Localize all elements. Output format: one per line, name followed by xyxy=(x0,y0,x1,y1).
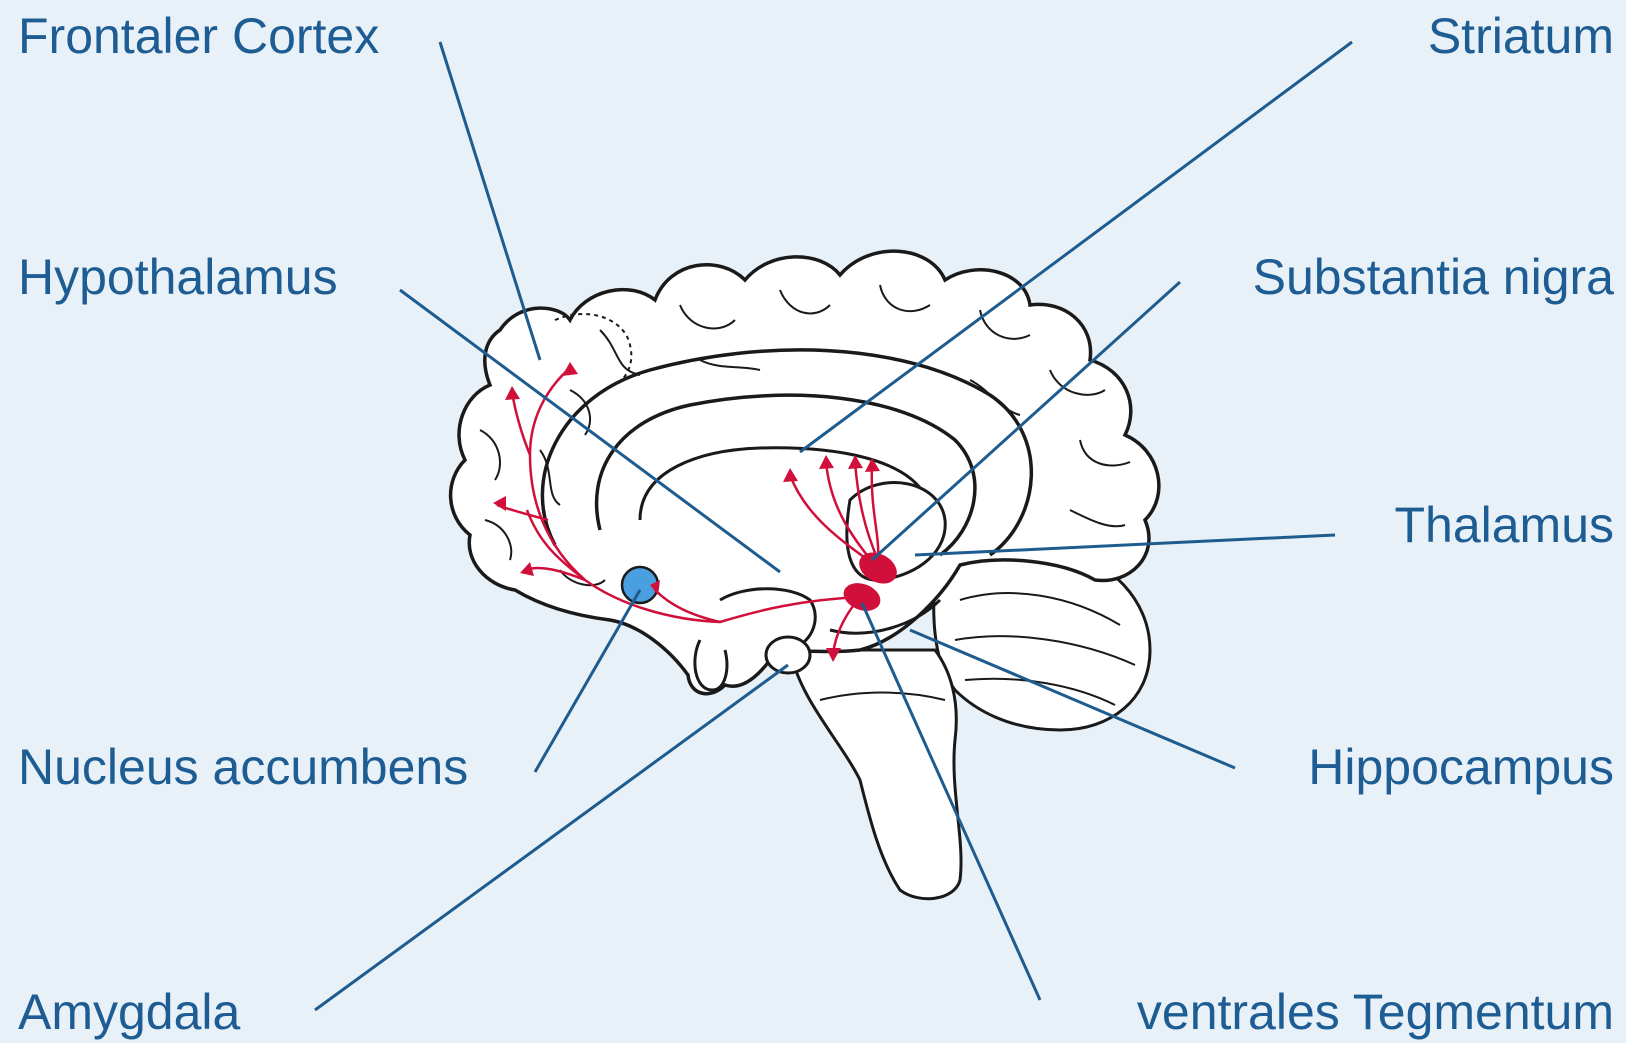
brainstem xyxy=(790,650,961,899)
leader-amygdala xyxy=(315,665,788,1010)
leader-frontal-cortex xyxy=(440,42,540,360)
label-ventral-tegmentum: ventrales Tegmentum xyxy=(1137,982,1614,1042)
label-thalamus: Thalamus xyxy=(1394,495,1614,555)
label-hypothalamus: Hypothalamus xyxy=(18,247,338,307)
label-substantia-nigra: Substantia nigra xyxy=(1253,247,1614,307)
label-frontal-cortex: Frontaler Cortex xyxy=(18,6,379,66)
label-amygdala: Amygdala xyxy=(18,982,240,1042)
label-hippocampus: Hippocampus xyxy=(1308,737,1614,797)
label-nucleus-accumbens: Nucleus accumbens xyxy=(18,737,468,797)
label-striatum: Striatum xyxy=(1428,6,1614,66)
